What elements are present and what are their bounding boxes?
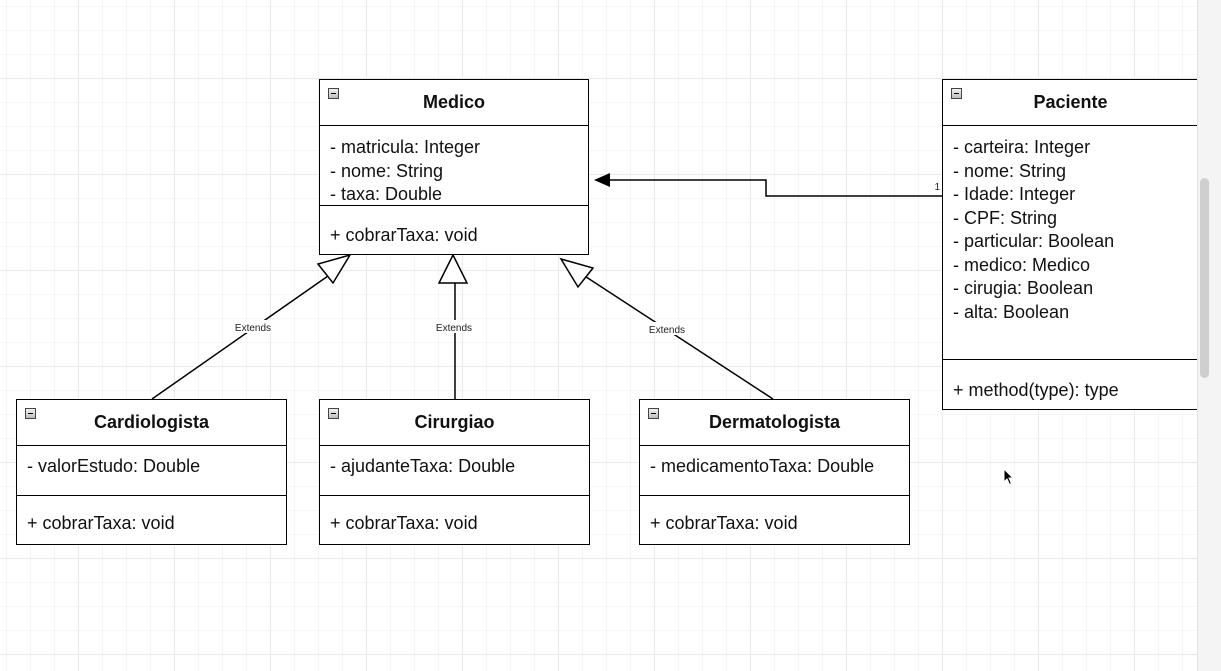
class-name: Cirurgiao (414, 412, 495, 432)
attribute: - alta: Boolean (953, 301, 1070, 322)
inheritance-arrowhead (559, 257, 595, 289)
attribute: - medicamentoTaxa: Double (650, 456, 875, 476)
collapse-icon[interactable] (25, 408, 36, 419)
extends-label-cirurgiao: Extends (436, 323, 472, 334)
attributes-section: - valorEstudo: Double (17, 445, 286, 495)
class-name: Medico (422, 92, 485, 112)
collapse-icon[interactable] (328, 88, 339, 99)
class-cirurgiao[interactable]: Cirurgiao - ajudanteTaxa: Double + cobra… (319, 399, 590, 545)
attributes-section: - ajudanteTaxa: Double (320, 445, 589, 495)
label-halo (433, 320, 475, 333)
attribute: - medico: Medico (953, 254, 1091, 275)
attributes-section: - matricula: Integer - nome: String - ta… (320, 125, 588, 205)
label-halo (232, 320, 274, 333)
attribute: - matricula: Integer (330, 137, 481, 157)
attribute: - valorEstudo: Double (27, 456, 201, 476)
methods-section: + cobrarTaxa: void (640, 495, 909, 536)
extends-edge-cardiologista[interactable] (151, 253, 352, 400)
class-header: Paciente (943, 80, 1198, 125)
scrollbar-thumb[interactable] (1200, 178, 1209, 378)
methods-section: + cobrarTaxa: void (320, 495, 589, 536)
class-header: Cirurgiao (320, 400, 589, 445)
attribute: - particular: Boolean (953, 231, 1115, 251)
label-halo (646, 322, 688, 335)
class-medico[interactable]: Medico - matricula: Integer - nome: Stri… (319, 79, 589, 255)
class-name: Paciente (1033, 92, 1108, 112)
method: + cobrarTaxa: void (330, 513, 478, 533)
attributes-section: - medicamentoTaxa: Double (640, 445, 909, 495)
collapse-icon[interactable] (648, 408, 659, 419)
attribute: - ajudanteTaxa: Double (330, 456, 516, 476)
method: + cobrarTaxa: void (330, 225, 478, 245)
methods-section: + cobrarTaxa: void (17, 495, 286, 536)
inheritance-arrowhead (316, 253, 352, 285)
method: + cobrarTaxa: void (27, 513, 175, 533)
attribute: - CPF: String (953, 207, 1058, 228)
extends-edge-cirurgiao[interactable] (437, 253, 469, 399)
class-header: Cardiologista (17, 400, 286, 445)
class-name: Cardiologista (93, 412, 209, 432)
class-header: Dermatologista (640, 400, 909, 445)
class-cardiologista[interactable]: Cardiologista - valorEstudo: Double + co… (16, 399, 287, 545)
extends-label-dermatologista: Extends (649, 325, 685, 336)
attribute: - Idade: Integer (953, 184, 1076, 204)
methods-section: + method(type): type (943, 359, 1198, 403)
collapse-icon[interactable] (328, 408, 339, 419)
association-edge-paciente-medico[interactable] (594, 173, 942, 197)
attribute: - taxa: Double (330, 184, 443, 204)
class-name: Dermatologista (708, 412, 841, 432)
methods-section: + cobrarTaxa: void (320, 205, 588, 248)
association-arrowhead (594, 173, 610, 187)
attribute: - cirugia: Boolean (953, 278, 1094, 298)
class-dermatologista[interactable]: Dermatologista - medicamentoTaxa: Double… (639, 399, 910, 545)
class-paciente[interactable]: Paciente - carteira: Integer - nome: Str… (942, 79, 1198, 410)
extends-label-cardiologista: Extends (235, 323, 271, 334)
method: + cobrarTaxa: void (650, 513, 798, 533)
attributes-section: - carteira: Integer - nome: String - Ida… (943, 125, 1198, 359)
attribute: - carteira: Integer (953, 137, 1091, 157)
method: + method(type): type (953, 380, 1119, 400)
association-multiplicity: 1 (934, 182, 940, 193)
mouse-cursor-icon (1003, 468, 1015, 486)
class-header: Medico (320, 80, 588, 125)
inheritance-arrowhead (437, 253, 469, 284)
attribute: - nome: String (953, 160, 1067, 181)
attribute: - nome: String (330, 160, 444, 181)
collapse-icon[interactable] (951, 88, 962, 99)
